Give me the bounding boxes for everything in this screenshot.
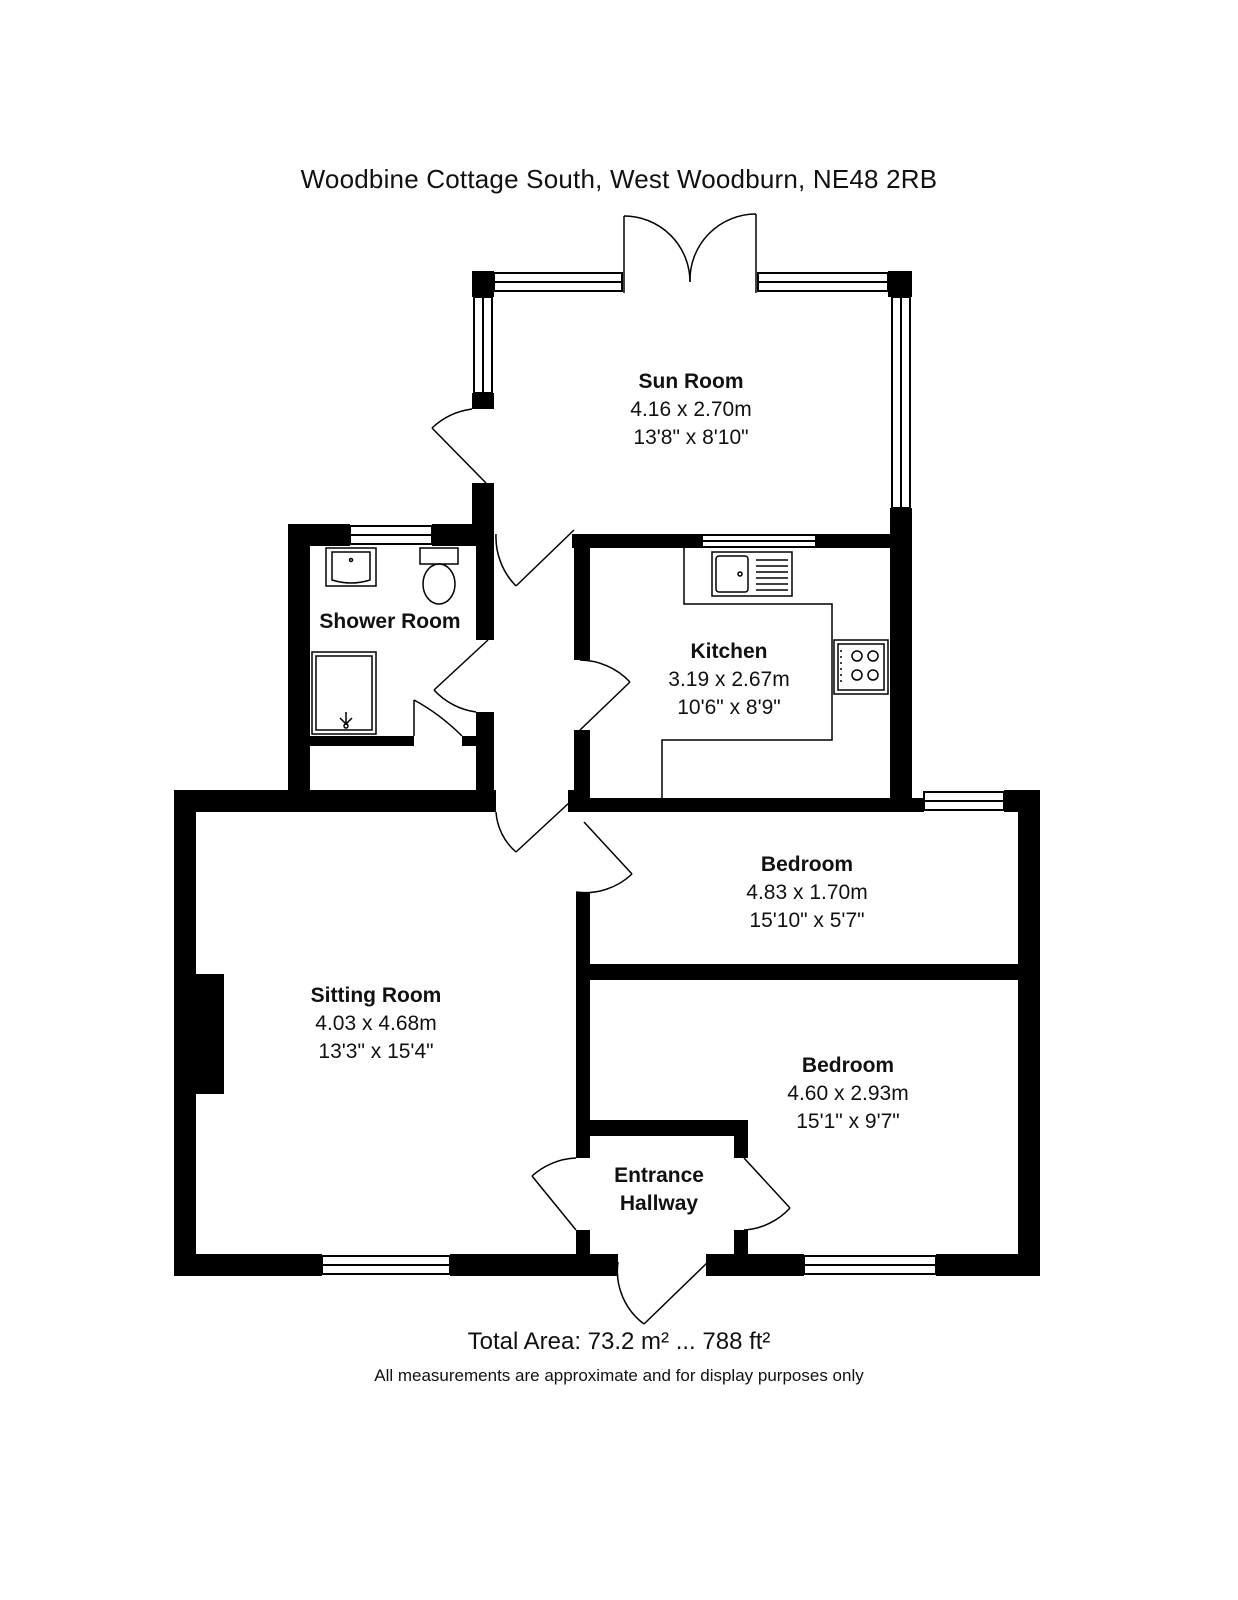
- room-name: Kitchen: [690, 640, 768, 663]
- wall: [472, 393, 494, 409]
- door: [413, 699, 463, 737]
- bedroom-large-label: Bedroom 4.60 x 2.93m 15'1" x 9'7": [748, 1052, 948, 1136]
- room-metric: 3.19 x 2.67m: [668, 668, 790, 691]
- wall: [580, 798, 924, 812]
- basin: [325, 547, 377, 587]
- wall: [462, 736, 478, 746]
- wall: [450, 1254, 618, 1276]
- room-name-line2: Hallway: [619, 1192, 699, 1215]
- shower-tray: [311, 651, 377, 735]
- wall: [472, 271, 494, 297]
- door-swing: [495, 811, 517, 853]
- wall: [590, 1120, 746, 1136]
- door: [643, 1261, 709, 1325]
- room-name: Bedroom: [801, 1054, 895, 1077]
- toilet-bowl: [422, 563, 456, 605]
- room-name-line1: Entrance: [614, 1164, 704, 1187]
- room-imperial: 13'3" x 15'4": [318, 1040, 434, 1063]
- sun-room-label: Sun Room 4.16 x 2.70m 13'8" x 8'10": [591, 368, 791, 452]
- wall: [734, 1120, 748, 1158]
- plan-title: Woodbine Cottage South, West Woodburn, N…: [300, 164, 938, 194]
- bedroom-small-label: Bedroom 4.83 x 1.70m 15'10" x 5'7": [707, 851, 907, 935]
- door-swing: [431, 408, 473, 429]
- wall: [574, 534, 590, 660]
- wall: [706, 1254, 804, 1276]
- room-name: Shower Room: [319, 610, 461, 633]
- room-metric: 4.60 x 2.93m: [787, 1082, 909, 1105]
- door-swing: [623, 215, 691, 283]
- door-swing: [743, 1207, 791, 1231]
- wall: [936, 1254, 1040, 1276]
- wall: [888, 271, 912, 297]
- door-swing: [616, 1261, 645, 1325]
- door-swing: [579, 659, 631, 683]
- room-metric: 4.03 x 4.68m: [315, 1012, 437, 1035]
- room-name: Sun Room: [638, 370, 744, 393]
- door: [743, 1157, 791, 1209]
- door: [431, 427, 487, 484]
- door-swing: [689, 213, 757, 283]
- wall: [816, 534, 912, 548]
- walls: [174, 271, 1040, 1276]
- door: [515, 801, 571, 853]
- sitting-room-label: Sitting Room 4.03 x 4.68m 13'3" x 15'4": [276, 982, 476, 1066]
- door-swing: [575, 873, 633, 894]
- room-metric: 4.83 x 1.70m: [746, 881, 868, 904]
- wall: [476, 524, 494, 640]
- room-name: Bedroom: [760, 853, 854, 876]
- door-swing: [531, 1157, 577, 1177]
- door: [433, 639, 489, 691]
- wall: [576, 892, 590, 1158]
- room-imperial: 13'8" x 8'10": [633, 426, 749, 449]
- wall: [576, 1230, 590, 1262]
- wall: [734, 1230, 748, 1262]
- wall: [288, 524, 310, 792]
- disclaimer: All measurements are approximate and for…: [374, 1366, 864, 1385]
- wall: [476, 712, 494, 792]
- room-imperial: 10'6" x 8'9": [677, 696, 781, 719]
- door: [515, 529, 575, 587]
- doors: [413, 213, 791, 1325]
- door: [579, 681, 631, 731]
- toilet: [419, 547, 459, 565]
- wall: [196, 974, 224, 1094]
- kitchen-label: Kitchen 3.19 x 2.67m 10'6" x 8'9": [629, 638, 829, 722]
- kitchen-counter: [661, 548, 833, 798]
- sink: [711, 551, 793, 597]
- windows: [321, 272, 1005, 1275]
- wall: [590, 964, 1020, 980]
- door: [583, 821, 633, 875]
- room-name: Sitting Room: [310, 984, 442, 1007]
- hob: [833, 639, 889, 695]
- wall: [174, 790, 496, 812]
- shower-room-label: Shower Room: [300, 608, 480, 636]
- wall: [310, 736, 414, 746]
- wall: [174, 790, 196, 1276]
- wall: [472, 483, 494, 531]
- door-swing: [433, 689, 477, 713]
- room-imperial: 15'1" x 9'7": [796, 1110, 900, 1133]
- wall: [174, 1254, 322, 1276]
- wall: [1018, 790, 1040, 1276]
- total-area: Total Area: 73.2 m² ... 788 ft²: [467, 1328, 771, 1355]
- door-swing: [495, 533, 517, 587]
- door: [531, 1175, 577, 1231]
- room-metric: 4.16 x 2.70m: [630, 398, 752, 421]
- wall: [890, 534, 912, 800]
- room-imperial: 15'10" x 5'7": [749, 909, 865, 932]
- entrance-hallway-label: Entrance Hallway: [589, 1162, 729, 1218]
- fittings: [311, 547, 889, 798]
- wall: [572, 534, 702, 548]
